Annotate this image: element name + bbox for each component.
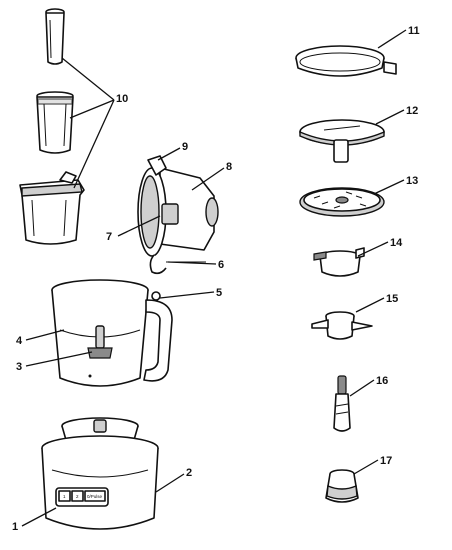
disc-storage-case — [295, 45, 397, 77]
callout-13: 13 — [406, 175, 418, 187]
callout-17: 17 — [380, 455, 392, 467]
feed-tube-insert — [19, 171, 85, 245]
multipurpose-blade — [87, 325, 113, 359]
work-bowl-lid — [137, 155, 219, 275]
leader-14 — [357, 241, 389, 257]
disc-adapter — [313, 247, 365, 277]
callout-10: 10 — [116, 93, 128, 105]
slicing-disc — [299, 119, 385, 163]
leader-7 — [117, 215, 161, 237]
leader-5 — [159, 291, 215, 299]
leader-2 — [155, 473, 185, 493]
callout-16: 16 — [376, 375, 388, 387]
callout-3: 3 — [16, 361, 22, 373]
leader-3 — [25, 351, 93, 367]
shredding-disc — [299, 187, 385, 217]
leader-13 — [373, 179, 405, 195]
leader-lines — [21, 29, 407, 527]
leader-1 — [21, 507, 57, 527]
callout-14: 14 — [390, 237, 403, 249]
callout-2: 2 — [186, 467, 192, 479]
callout-1: 1 — [12, 521, 18, 533]
motor-base — [41, 417, 159, 530]
callout-9: 9 — [182, 141, 188, 153]
callout-4: 4 — [16, 335, 23, 347]
leader-10-a — [61, 57, 115, 101]
leader-11 — [377, 29, 407, 49]
leader-6 — [167, 261, 217, 265]
speed-1-button — [58, 490, 71, 502]
leader-15 — [355, 297, 385, 313]
leader-10-b — [69, 99, 115, 119]
callout-8: 8 — [226, 161, 232, 173]
dough-blade — [311, 311, 373, 340]
leader-10-c — [73, 99, 115, 189]
callout-11: 11 — [408, 25, 420, 37]
callout-15: 15 — [386, 293, 398, 305]
callout-12: 12 — [406, 105, 418, 117]
speed-2-label: 2 — [76, 494, 79, 499]
callout-numbers: 10 9 8 7 6 5 4 3 2 1 11 12 13 14 15 16 1… — [12, 25, 420, 533]
medium-food-pusher — [36, 91, 74, 154]
callout-6: 6 — [218, 259, 224, 271]
callout-5: 5 — [216, 287, 222, 299]
work-bowl — [51, 279, 173, 387]
speed-1-label: 1 — [63, 494, 66, 499]
small-food-pusher — [45, 8, 65, 65]
speed-2-button — [71, 490, 84, 502]
drive-adapter — [325, 469, 359, 503]
leader-16 — [349, 379, 375, 397]
leader-9 — [157, 147, 181, 161]
leader-4 — [25, 329, 65, 341]
leader-12 — [375, 109, 405, 125]
blade-shaft — [333, 375, 351, 432]
control-panel: 1 2 0/Pulse — [55, 487, 109, 507]
leader-17 — [353, 459, 379, 475]
callout-7: 7 — [106, 231, 112, 243]
off-pulse-label: 0/Pulse — [87, 494, 103, 499]
off-pulse-button — [84, 490, 106, 502]
leader-8 — [191, 167, 225, 191]
